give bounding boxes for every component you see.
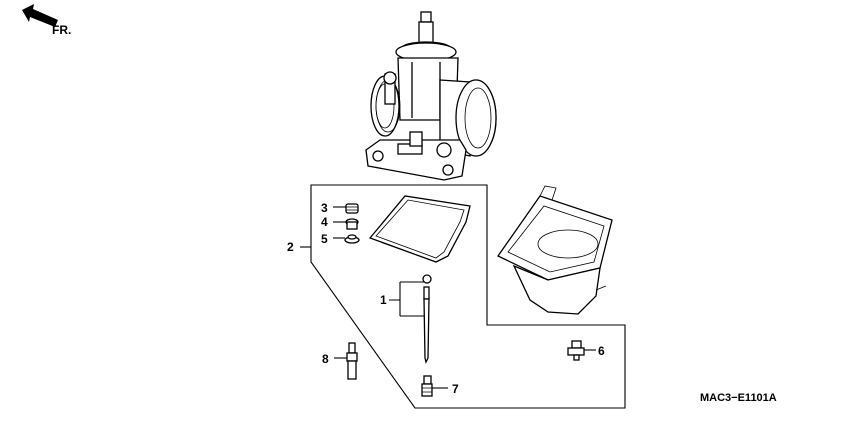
main-jet[interactable] xyxy=(421,375,433,397)
spring[interactable] xyxy=(345,203,359,214)
callout-3: 3 xyxy=(321,201,328,215)
pilot-jet[interactable] xyxy=(346,342,358,380)
gasket[interactable] xyxy=(368,195,471,263)
diagram-code: MAC3−E1101A xyxy=(700,392,777,404)
clip[interactable] xyxy=(344,234,360,244)
jet-needle[interactable] xyxy=(422,274,432,364)
callout-leaders xyxy=(300,206,596,389)
float-chamber[interactable] xyxy=(497,185,613,315)
callout-8: 8 xyxy=(322,352,329,366)
callout-4: 4 xyxy=(321,215,328,229)
front-direction-label: FR. xyxy=(52,23,71,37)
kit-boundary xyxy=(310,184,626,409)
callout-2: 2 xyxy=(287,240,294,254)
carburetor-assembly[interactable] xyxy=(365,11,497,181)
washer[interactable] xyxy=(345,218,359,230)
callout-1: 1 xyxy=(380,293,387,307)
screw[interactable] xyxy=(567,340,585,361)
callout-5: 5 xyxy=(321,232,328,246)
callout-7: 7 xyxy=(452,382,459,396)
callout-6: 6 xyxy=(598,344,605,358)
front-arrow-icon xyxy=(22,4,58,27)
